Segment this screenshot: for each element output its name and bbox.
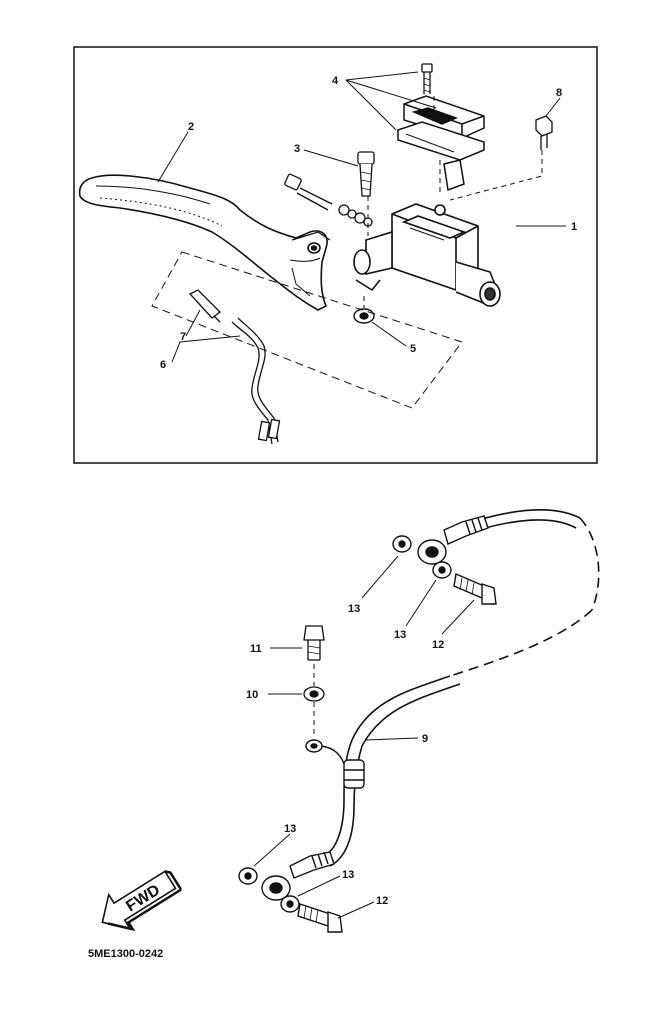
hose-lower-fitting <box>261 851 335 901</box>
nut <box>353 308 375 324</box>
brake-switch <box>188 289 221 323</box>
copper-washers <box>238 535 452 913</box>
callout-12-b: 12 <box>376 895 388 907</box>
pivot-bolt <box>284 173 373 227</box>
drawing-code: 5ME1300-0242 <box>88 948 163 960</box>
brake-lever <box>78 174 331 311</box>
callout-11: 11 <box>250 643 262 655</box>
union-bolts <box>297 573 497 933</box>
callout-3: 3 <box>294 143 300 155</box>
guide-bolt <box>303 625 325 661</box>
hose-clamp <box>305 739 365 789</box>
lower-leader-lines <box>253 555 475 919</box>
callout-2: 2 <box>188 121 194 133</box>
bleed-screw <box>535 115 553 150</box>
hose-upper-fitting <box>417 515 489 565</box>
callout-6: 6 <box>160 359 166 371</box>
callout-13-d: 13 <box>342 869 354 881</box>
brake-hose <box>323 509 600 867</box>
switch-group-outline <box>151 251 463 409</box>
plain-washer <box>303 686 325 702</box>
upper-leader-lines <box>157 71 566 363</box>
callout-7: 7 <box>180 331 186 343</box>
assembly-frame <box>73 46 598 464</box>
clamp-bolt <box>357 151 375 197</box>
cap-screw <box>421 63 433 94</box>
master-cylinder <box>353 203 501 307</box>
callout-1: 1 <box>571 221 577 233</box>
callout-10: 10 <box>246 689 258 701</box>
callout-4: 4 <box>332 75 339 87</box>
callout-12-a: 12 <box>432 639 444 651</box>
callout-13-a: 13 <box>348 603 360 615</box>
callout-8: 8 <box>556 87 562 99</box>
callout-9: 9 <box>422 733 428 745</box>
fwd-arrow-icon: FWD <box>101 870 183 932</box>
switch-wiring <box>231 317 281 445</box>
callout-13-b: 13 <box>394 629 406 641</box>
reservoir-cap <box>397 95 485 192</box>
callout-13-c: 13 <box>284 823 296 835</box>
callout-5: 5 <box>410 343 416 355</box>
